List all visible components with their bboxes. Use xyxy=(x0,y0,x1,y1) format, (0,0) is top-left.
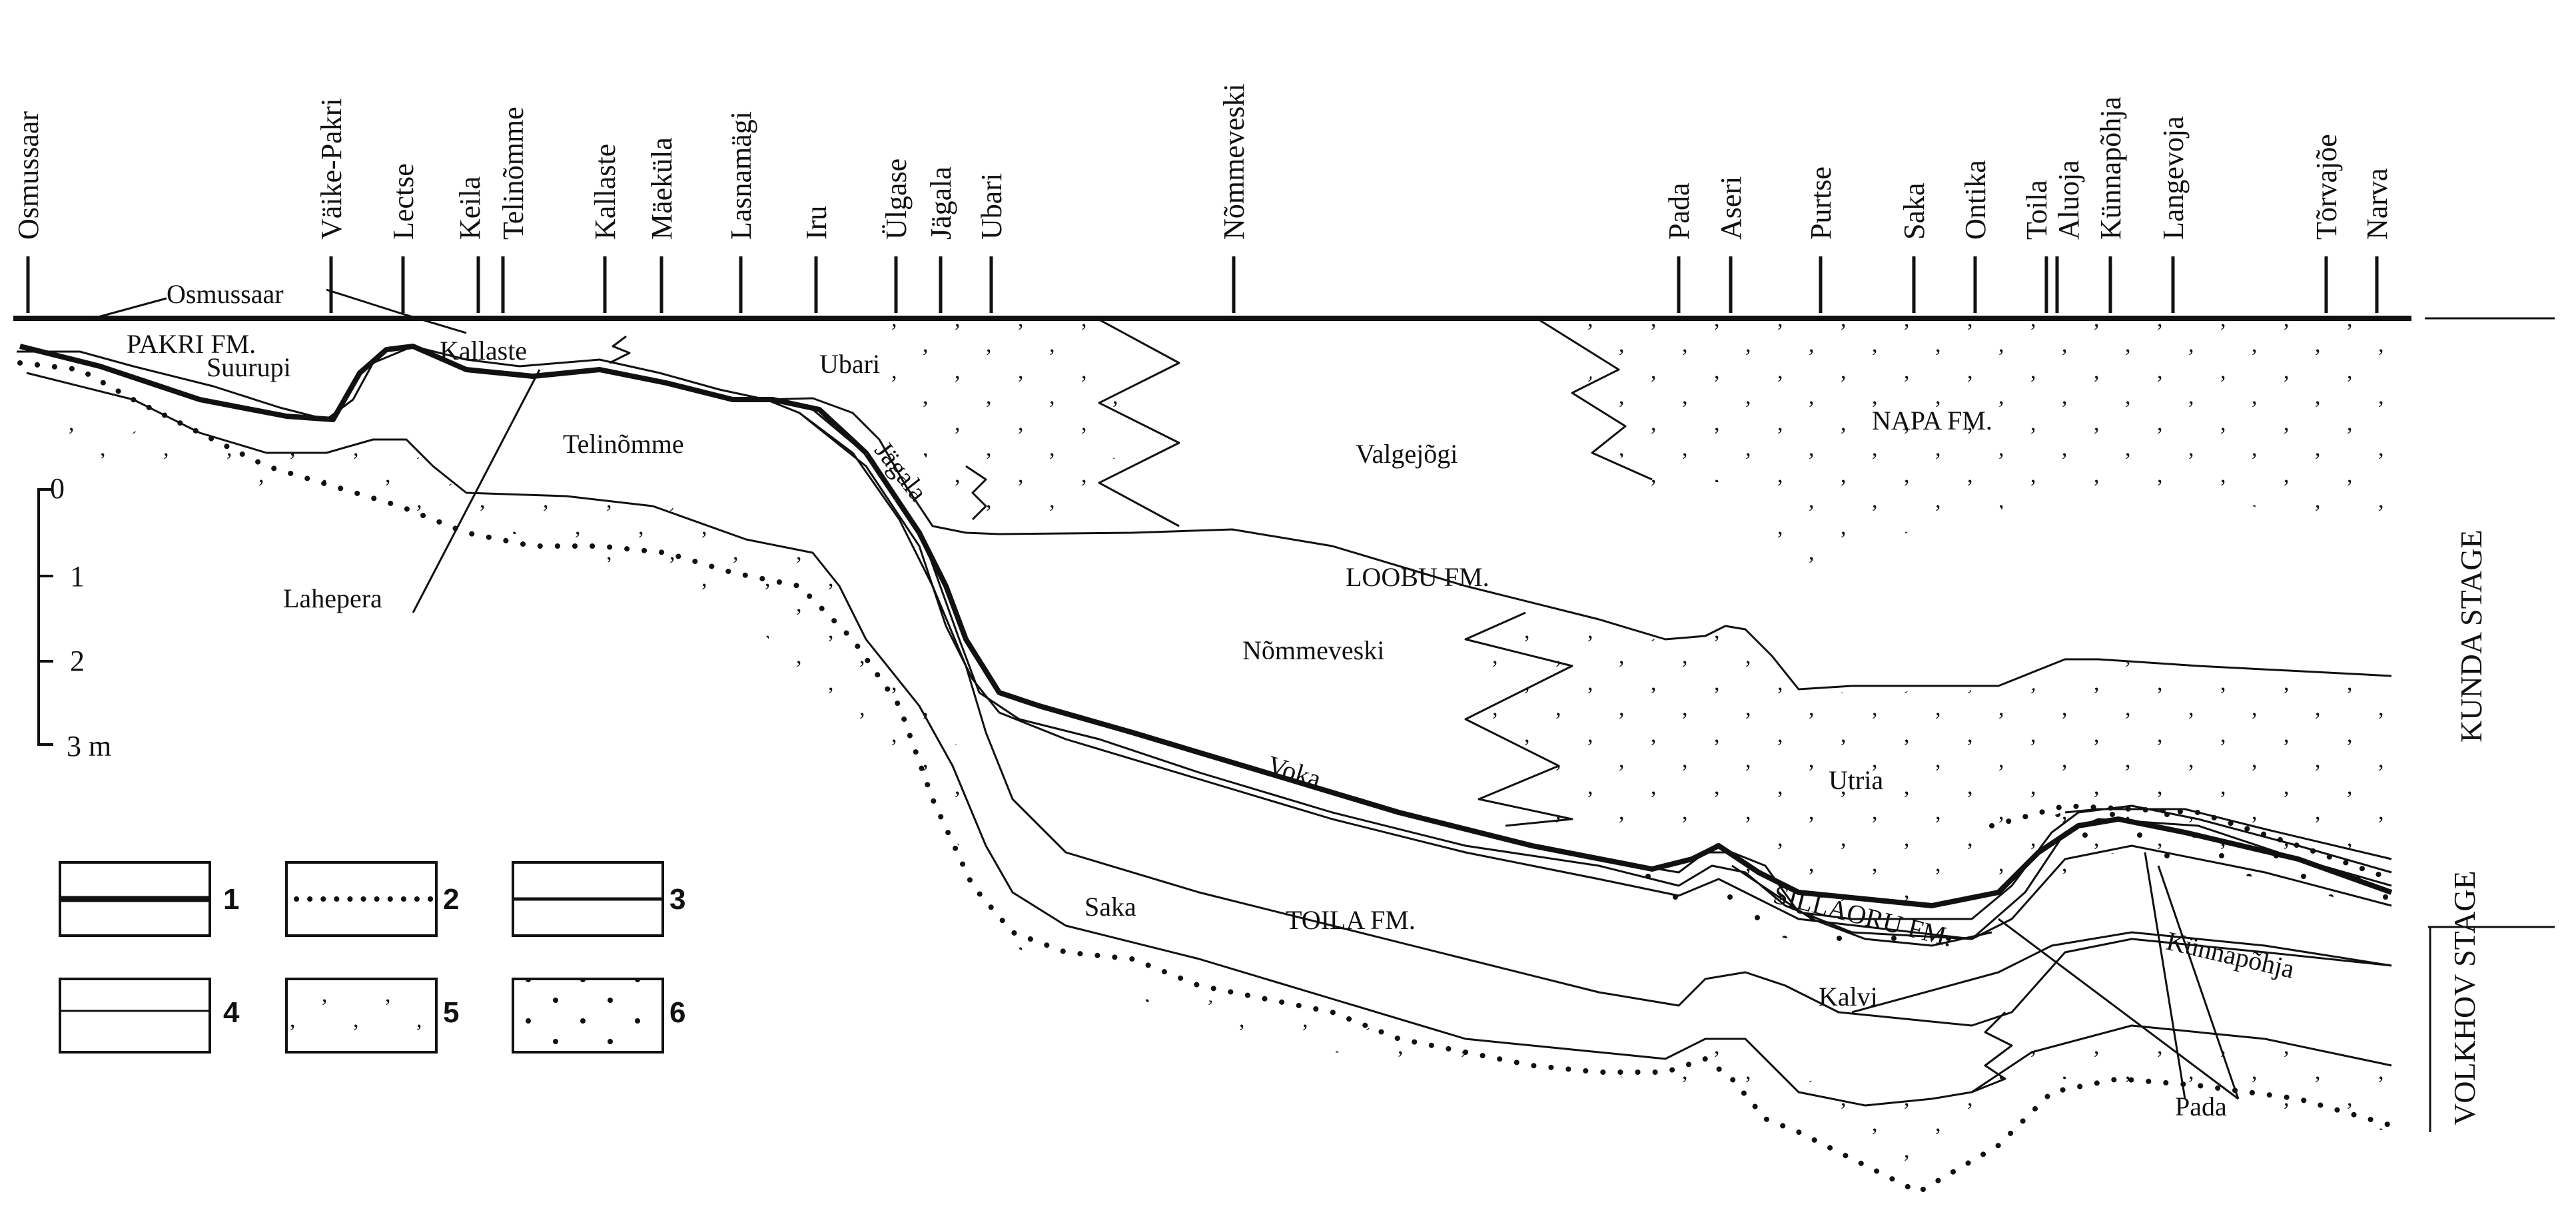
legend-item-3: 3 xyxy=(512,861,685,937)
locality-label: Mäeküla xyxy=(645,137,678,240)
locality-label: Keila xyxy=(454,176,486,240)
label-kunnapohja: Künnapõhja xyxy=(2164,926,2298,984)
legend-item-2: 2 xyxy=(285,861,459,937)
locality-label: Väike-Pakri xyxy=(315,98,348,240)
dotted-upper-line xyxy=(1989,802,2394,882)
locality-label: Telinõmme xyxy=(497,107,530,240)
label-telinomme: Telinõmme xyxy=(563,429,684,459)
kunda-stage-label: KUNDA STAGE xyxy=(2454,529,2488,743)
locality-label: Kallaste xyxy=(589,144,622,240)
locality-label: Iru xyxy=(800,206,833,240)
label-lahepera: Lahepera xyxy=(283,583,382,613)
locality-label: Langevoja xyxy=(2157,116,2190,240)
locality-label: Künnapõhja xyxy=(2094,97,2127,240)
label-kalvi: Kalvi xyxy=(1819,982,1878,1012)
label-kallaste: Kallaste xyxy=(440,336,527,366)
legend-item-1: 1 xyxy=(59,861,239,937)
label-suurupi: Suurupi xyxy=(207,352,291,382)
leader-lines xyxy=(93,288,2240,1100)
label-saka: Saka xyxy=(1084,892,1136,922)
locality-label: Lasnamägi xyxy=(725,111,757,240)
scale-label-3m: 3 m xyxy=(67,730,111,763)
legend-item-5: 5 xyxy=(285,978,459,1054)
label-toila-fm: TOILA FM. xyxy=(1286,905,1416,935)
label-utria: Utria xyxy=(1829,765,1883,795)
locality-label: Jägala xyxy=(925,166,957,240)
locality-label: Ülgase xyxy=(880,158,913,240)
legend: 1 2 3 4 5 6 xyxy=(59,861,685,1054)
locality-label: Osmussaar xyxy=(12,111,45,240)
scale-label-0: 0 xyxy=(50,472,65,505)
dotted-base-line xyxy=(17,360,2394,1195)
svg-text:5: 5 xyxy=(443,996,459,1029)
locality-ticks xyxy=(26,256,2379,313)
svg-text:1: 1 xyxy=(223,883,239,916)
locality-label: Aluoja xyxy=(2052,160,2085,240)
label-pada: Pada xyxy=(2175,1091,2227,1121)
locality-label: Purtse xyxy=(1805,166,1837,240)
label-osmussaar: Osmussaar xyxy=(167,279,284,309)
locality-label: Tõrvajõe xyxy=(2310,134,2343,240)
label-nommeveski: Nõmmeveski xyxy=(1242,635,1384,665)
locality-labels: Osmussaar Väike-Pakri Lectse Keila Telinõmme… xyxy=(12,83,2393,240)
locality-label: Ontika xyxy=(1959,160,1992,240)
label-voka: Voka xyxy=(1264,750,1324,794)
label-pakri-fm: PAKRI FM. xyxy=(127,329,256,359)
legend-item-6: 6 xyxy=(512,978,685,1054)
locality-label: Aseri xyxy=(1715,176,1747,240)
locality-label: Pada xyxy=(1663,182,1695,240)
locality-label: Lectse xyxy=(387,163,420,240)
locality-label: Ubari xyxy=(975,173,1008,240)
scale-label-1: 1 xyxy=(70,560,85,593)
svg-text:2: 2 xyxy=(443,883,459,916)
thick-boundary-line xyxy=(19,344,2393,908)
label-ubari: Ubari xyxy=(819,349,880,379)
svg-text:3: 3 xyxy=(669,883,685,916)
svg-text:4: 4 xyxy=(223,996,240,1029)
scale-label-2: 2 xyxy=(70,645,85,677)
label-loobu-fm: LOOBU FM. xyxy=(1346,562,1490,592)
lithology-fills xyxy=(27,320,2391,1192)
locality-label: Saka xyxy=(1898,182,1931,240)
svg-text:6: 6 xyxy=(669,996,685,1029)
locality-label: Nõmmeveski xyxy=(1218,83,1250,240)
locality-label: Narva xyxy=(2361,168,2393,240)
vertical-scale: 0 1 2 3 m xyxy=(37,472,111,763)
zigzag-contacts xyxy=(609,318,2013,1093)
stage-labels: KUNDA STAGE VOLKHOV STAGE xyxy=(2428,529,2555,1132)
label-napa-fm: NAPA FM. xyxy=(1872,406,1992,436)
formation-boundaries xyxy=(17,345,2392,1107)
legend-item-4: 4 xyxy=(59,978,240,1054)
label-valgejogi: Valgejõgi xyxy=(1356,439,1458,469)
locality-label: Toila xyxy=(2020,180,2053,240)
volkhov-stage-label: VOLKHOV STAGE xyxy=(2447,870,2481,1125)
